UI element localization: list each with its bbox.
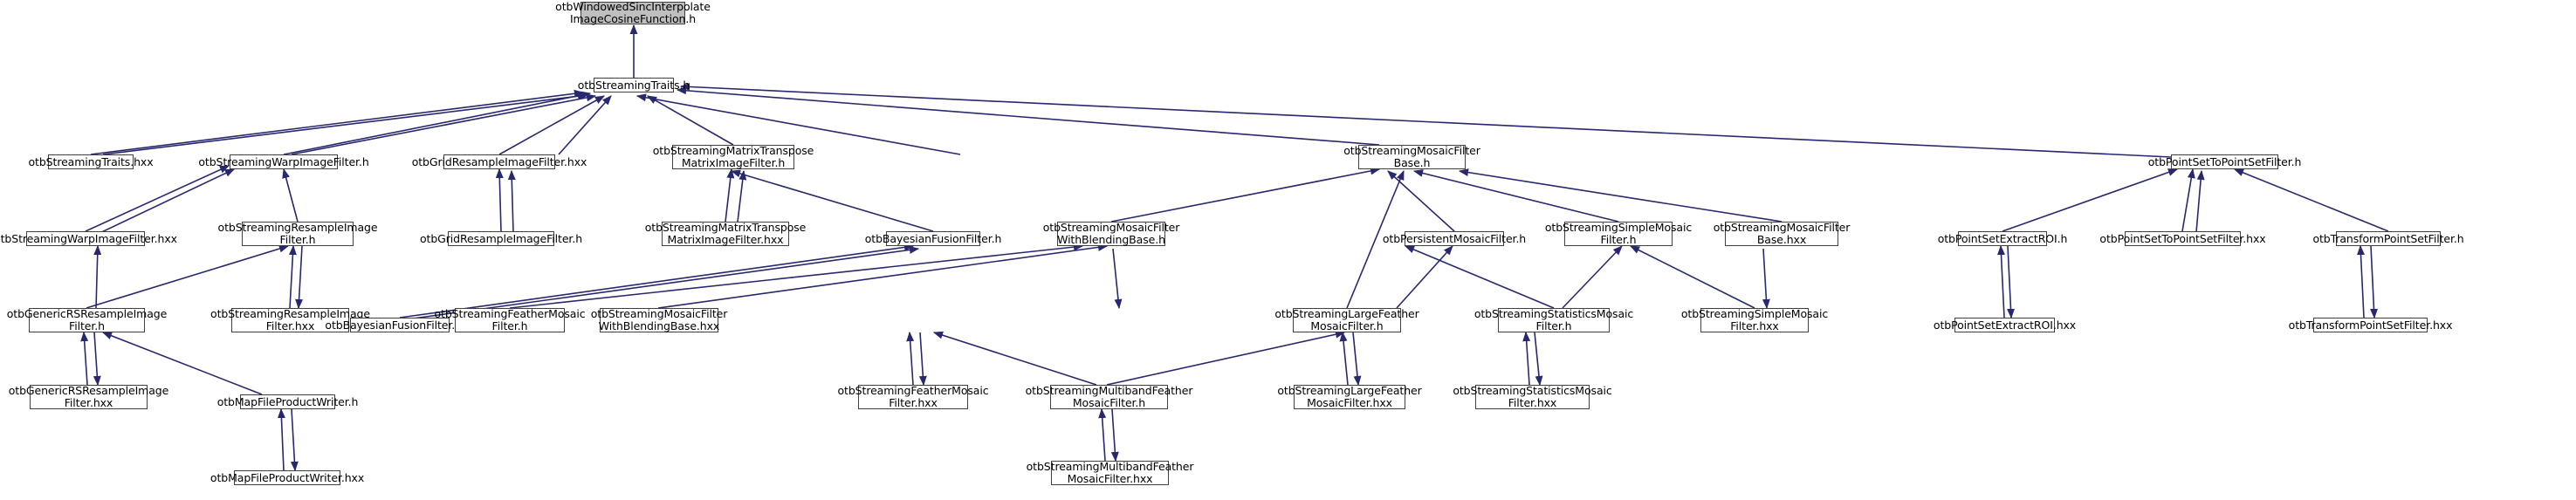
graph-node[interactable]: otbStreamingSimpleMosaic Filter.hxx bbox=[1680, 307, 1829, 332]
graph-node[interactable]: otbGenericRSResampleImage Filter.hxx bbox=[8, 384, 169, 409]
graph-node[interactable]: otbStreamingResampleImage Filter.hxx bbox=[210, 307, 370, 332]
graph-node[interactable]: otbStreamingMosaicFilter WithBlendingBas… bbox=[590, 307, 728, 332]
graph-node[interactable]: otbStreamingSimpleMosaic Filter.h bbox=[1544, 221, 1693, 246]
graph-node[interactable]: otbStreamingWarpImageFilter.hxx bbox=[0, 231, 177, 246]
graph-node[interactable]: otbStreamingMosaicFilter Base.hxx bbox=[1713, 221, 1851, 246]
graph-node[interactable]: otbStreamingWarpImageFilter.h bbox=[198, 154, 369, 169]
graph-node[interactable]: otbPersistentMosaicFilter.h bbox=[1382, 231, 1527, 246]
graph-node[interactable]: otbStreamingTraits.h bbox=[577, 78, 690, 92]
graph-node[interactable]: otbStreamingTraits.hxx bbox=[28, 154, 154, 169]
graph-node[interactable]: otbBayesianFusionFilter.h bbox=[864, 231, 1002, 246]
graph-node[interactable]: otbStreamingStatisticsMosaic Filter.hxx bbox=[1453, 384, 1612, 409]
graph-node[interactable]: otbGenericRSResampleImage Filter.h bbox=[6, 307, 168, 332]
graph-node[interactable]: otbTransformPointSetFilter.hxx bbox=[2288, 318, 2453, 332]
graph-node[interactable]: otbMapFileProductWriter.h bbox=[216, 394, 359, 409]
graph-node[interactable]: otbStreamingLargeFeather MosaicFilter.hx… bbox=[1277, 384, 1422, 409]
graph-node[interactable]: otbWindowedSincInterpolate ImageCosineFu… bbox=[555, 0, 711, 25]
graph-node[interactable]: otbTransformPointSetFilter.h bbox=[2312, 231, 2464, 246]
graph-node[interactable]: otbMapFileProductWriter.hxx bbox=[210, 470, 365, 485]
graph-node[interactable]: otbStreamingFeatherMosaic Filter.hxx bbox=[837, 384, 989, 409]
graph-node[interactable]: otbBayesianFusionFilter.hxx bbox=[325, 318, 475, 332]
graph-node[interactable]: otbStreamingMatrixTranspose MatrixImageF… bbox=[644, 221, 807, 246]
graph-node[interactable]: otbStreamingLargeFeather MosaicFilter.h bbox=[1274, 307, 1419, 332]
graph-node[interactable]: otbPointSetToPointSetFilter.h bbox=[2147, 154, 2302, 169]
graph-node[interactable]: otbStreamingResampleImage Filter.h bbox=[217, 221, 378, 246]
graph-node[interactable]: otbGridResampleImageFilter.hxx bbox=[411, 154, 587, 169]
graph-node[interactable]: otbStreamingMatrixTranspose MatrixImageF… bbox=[652, 144, 814, 169]
graph-node[interactable]: otbStreamingMosaicFilter WithBlendingBas… bbox=[1042, 221, 1180, 246]
graph-node[interactable]: otbStreamingMultibandFeather MosaicFilte… bbox=[1025, 384, 1193, 409]
graph-node[interactable]: otbPointSetExtractROI.hxx bbox=[1933, 318, 2077, 332]
graph-node[interactable]: otbStreamingMultibandFeather MosaicFilte… bbox=[1026, 460, 1194, 485]
graph-node[interactable]: otbPointSetToPointSetFilter.hxx bbox=[2099, 231, 2266, 246]
graph-node[interactable]: otbStreamingMosaicFilter Base.h bbox=[1343, 144, 1480, 169]
graph-node[interactable]: otbStreamingFeatherMosaic Filter.h bbox=[434, 307, 586, 332]
graph-node[interactable]: otbStreamingStatisticsMosaic Filter.h bbox=[1473, 307, 1634, 332]
graph-node[interactable]: otbPointSetExtractROI.h bbox=[1937, 231, 2068, 246]
graph-node[interactable]: otbGridResampleImageFilter.h bbox=[419, 231, 583, 246]
